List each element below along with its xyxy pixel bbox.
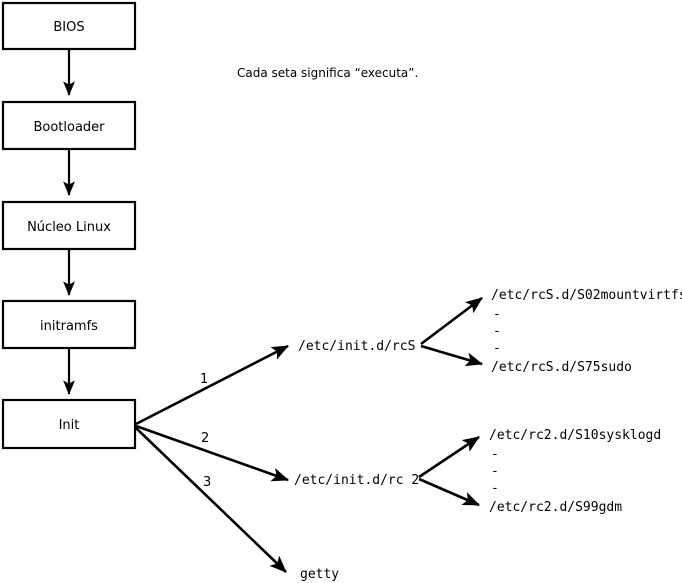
rc2-ellipsis-dash-1: -	[491, 447, 499, 462]
label-rc2-script: /etc/init.d/rc 2	[294, 473, 419, 488]
edge-init-to-rc2	[135, 424, 289, 482]
label-rc2-d-first: /etc/rc2.d/S10sysklogd	[489, 428, 661, 443]
node-bios-rect	[1, 1, 137, 51]
label-getty: getty	[300, 567, 339, 582]
edge-number-2: 2	[201, 431, 209, 446]
edge-rcs-to-first-script	[420, 296, 483, 346]
node-kernel: Núcleo Linux	[1, 200, 137, 251]
edge-number-1: 1	[200, 372, 208, 387]
node-bootloader-rect	[1, 100, 137, 151]
rc2-ellipsis-dash-2: -	[491, 464, 499, 479]
node-bios: BIOS	[1, 1, 137, 51]
label-rcs-d-first: /etc/rcS.d/S02mountvirtfs	[491, 288, 682, 303]
node-kernel-rect	[1, 200, 137, 251]
node-initramfs: initramfs	[1, 299, 137, 350]
label-rc2-d-last: /etc/rc2.d/S99gdm	[489, 500, 622, 515]
node-initramfs-label: initramfs	[40, 319, 98, 334]
edge-rcs-to-last-script	[420, 344, 483, 367]
node-init-rect	[1, 398, 137, 450]
edge-init-to-getty	[135, 427, 287, 573]
node-kernel-label: Núcleo Linux	[27, 220, 111, 235]
rc2-ellipsis-dash-3: -	[491, 481, 499, 496]
label-rcs-d-last: /etc/rcS.d/S75sudo	[491, 360, 632, 375]
rcs-ellipsis-dash-1: -	[493, 307, 501, 322]
node-init: Init	[1, 398, 137, 450]
edge-number-3: 3	[203, 475, 211, 490]
edge-init-to-rcs	[135, 344, 289, 426]
rcs-ellipsis-dash-3: -	[493, 341, 501, 356]
label-rcs-script: /etc/init.d/rcS	[298, 339, 415, 354]
node-bootloader-label: Bootloader	[33, 120, 105, 135]
node-bootloader: Bootloader	[1, 100, 137, 151]
node-init-label: Init	[59, 418, 80, 433]
legend-note: Cada seta significa “executa”.	[237, 66, 418, 80]
edge-rc2-to-first-script	[418, 435, 480, 479]
node-bios-label: BIOS	[53, 20, 84, 35]
edge-rc2-to-last-script	[418, 477, 480, 507]
rcs-ellipsis-dash-2: -	[493, 324, 501, 339]
